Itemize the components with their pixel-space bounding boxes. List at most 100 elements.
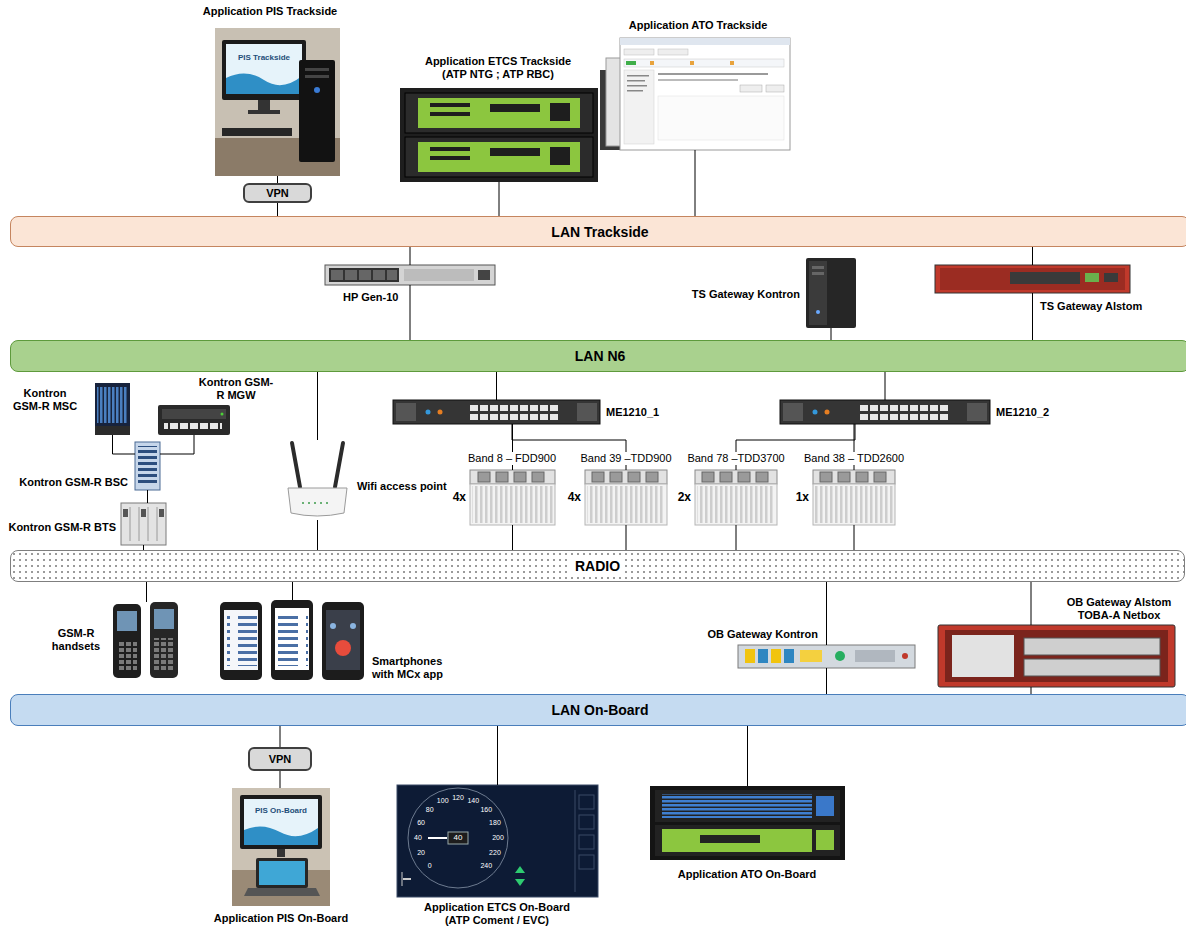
wifi-router (292, 443, 300, 487)
network-band: LAN N6 (10, 340, 1186, 372)
radio-unit (695, 470, 777, 484)
dial-number: 240 (480, 862, 492, 870)
etcs-dmi-screen (579, 795, 594, 809)
ob-gateway-kontron (855, 650, 895, 662)
connector (317, 520, 318, 550)
connector (1031, 687, 1032, 694)
pis-onboard-photo (256, 858, 308, 888)
etcs-trackside-rack (405, 93, 593, 133)
ts-gateway-alstom (1104, 273, 1118, 282)
pis-trackside-photo (258, 100, 270, 110)
hp-server (329, 268, 399, 282)
connector (826, 668, 827, 694)
device-label: HP Gen-10 (343, 291, 398, 304)
radio-unit (514, 472, 526, 482)
hp-server (331, 270, 343, 280)
radio-unit (472, 486, 553, 523)
gsm-r-bts (148, 507, 149, 541)
ato-onboard-rack (662, 794, 812, 818)
pis-onboard-photo (277, 849, 285, 857)
connector (146, 582, 147, 602)
ato-onboard-rack (650, 786, 845, 860)
connector (1032, 293, 1033, 340)
radio-unit (470, 470, 555, 525)
network-band: LAN Trackside (10, 216, 1186, 247)
ato-trackside-screenshot (658, 79, 738, 81)
gsm-r-handsets (113, 604, 141, 678)
ts-gateway-kontron (806, 258, 856, 328)
connector (497, 726, 498, 785)
device-label: Application ATO On-Board (678, 868, 817, 881)
ob-gateway-kontron (771, 649, 781, 663)
ato-onboard-rack (816, 830, 834, 850)
dial-number: 200 (492, 834, 504, 842)
radio-unit (738, 472, 750, 482)
ato-trackside-screenshot (620, 38, 790, 150)
pis-trackside-photo (222, 40, 306, 100)
ob-gateway-kontron (835, 651, 845, 661)
radio-band: RADIO (10, 550, 1185, 582)
ts-gateway-kontron (809, 261, 827, 325)
device-node: OB Gateway Kontron (738, 645, 915, 668)
gsm-r-bts (141, 509, 146, 517)
pis-onboard-photo (240, 795, 322, 849)
connector (277, 176, 278, 183)
ts-gateway-kontron (806, 258, 856, 328)
gsm-r-mgw (158, 405, 230, 435)
pis-onboard-photo (244, 826, 318, 845)
gsm-r-msc (95, 383, 130, 435)
me1210-unit (470, 404, 558, 421)
connector (747, 726, 748, 786)
device-label: OB Gateway Kontron (707, 628, 818, 641)
radio-unit (646, 472, 658, 482)
device-node: Smartphones with MCx app (220, 600, 365, 680)
radio-unit (695, 484, 777, 525)
device-node: Application ATO Trackside (600, 38, 790, 150)
ato-trackside-screenshot (730, 61, 734, 65)
ob-gateway-alstom (945, 630, 1168, 682)
ato-onboard-rack (816, 796, 834, 816)
ato-trackside-screenshot (740, 85, 762, 92)
pis-trackside-photo (215, 28, 340, 176)
dial-number: 220 (489, 849, 501, 857)
me1210-unit (780, 400, 990, 424)
radio-unit (820, 472, 832, 482)
device-node: Kontron GSM-R MSC (95, 383, 130, 435)
gsm-r-handsets (113, 602, 178, 678)
device-label: Kontron GSM-R BTS (8, 521, 116, 534)
device-node: Application ETCS On-Board (ATP Coment / … (397, 785, 598, 897)
ob-gateway-alstom (938, 625, 1175, 687)
ato-trackside-screenshot (658, 73, 768, 75)
ato-trackside-screenshot (624, 49, 654, 55)
gsm-r-msc (95, 426, 130, 435)
gsm-r-bts (123, 509, 128, 517)
ato-onboard-rack (700, 835, 760, 843)
device-label: TS Gateway Alstom (1040, 300, 1142, 313)
etcs-dmi-screen (448, 832, 468, 844)
device-label: ME1210_1 (606, 406, 659, 419)
connector (626, 525, 627, 550)
etcs-trackside-rack (430, 103, 470, 107)
wifi-router (288, 488, 347, 516)
band-title: RADIO (570, 558, 625, 574)
hp-server (404, 269, 474, 281)
gsm-r-mgw (221, 413, 224, 416)
me1210-unit (393, 400, 600, 424)
connector (147, 490, 148, 503)
etcs-trackside-rack (418, 142, 580, 172)
ato-onboard-rack (650, 786, 845, 860)
radio-unit (587, 486, 665, 523)
connector (512, 525, 513, 550)
ob-gateway-kontron (745, 649, 755, 663)
etcs-dmi-screen (515, 879, 525, 886)
connector (410, 285, 411, 340)
device-node: Application ATO On-Board (650, 786, 845, 860)
gsm-r-bsc (135, 442, 160, 490)
device-node: ME1210_1 (393, 400, 600, 424)
ato-trackside-screenshot (766, 85, 784, 92)
pis-trackside-photo (226, 44, 302, 94)
radio-unit (813, 470, 895, 484)
etcs-trackside-rack (400, 88, 598, 182)
connector (113, 435, 136, 454)
device-node: Band 8 – FDD9004x (470, 470, 555, 525)
